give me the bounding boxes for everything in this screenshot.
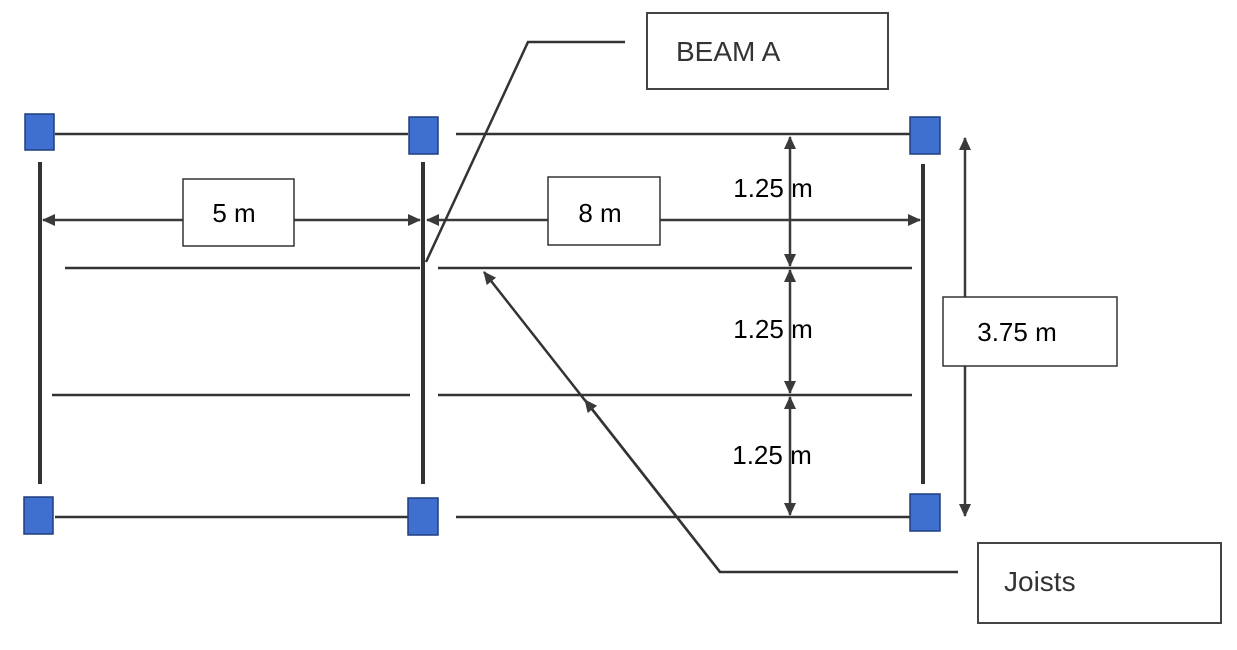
joists-leader-line-lower — [584, 399, 721, 573]
total-width-label: 3.75 m — [977, 317, 1057, 347]
column-bottom-left — [23, 496, 54, 535]
spacing-middle-label: 1.25 m — [733, 314, 813, 344]
span-right-label: 8 m — [578, 198, 621, 228]
beam-a-callout-label: BEAM A — [676, 36, 781, 67]
span-right-box — [547, 176, 661, 246]
column-bottom-middle — [407, 497, 439, 536]
joists-leader-line-upper — [483, 271, 958, 574]
column-top-middle — [408, 116, 439, 155]
joists-callout-box — [977, 542, 1222, 624]
column-top-right — [909, 116, 941, 155]
total-width-box — [942, 296, 1118, 367]
column-bottom-right — [909, 493, 941, 532]
column-top-left — [24, 113, 55, 151]
beam-a-callout-box — [646, 12, 889, 90]
span-left-label: 5 m — [212, 198, 255, 228]
spacing-top-label: 1.25 m — [733, 173, 813, 203]
span-left-box — [182, 178, 295, 247]
beam-a-leader-line — [424, 40, 625, 263]
spacing-bottom-label: 1.25 m — [732, 440, 812, 470]
joists-callout-label: Joists — [1004, 566, 1076, 597]
